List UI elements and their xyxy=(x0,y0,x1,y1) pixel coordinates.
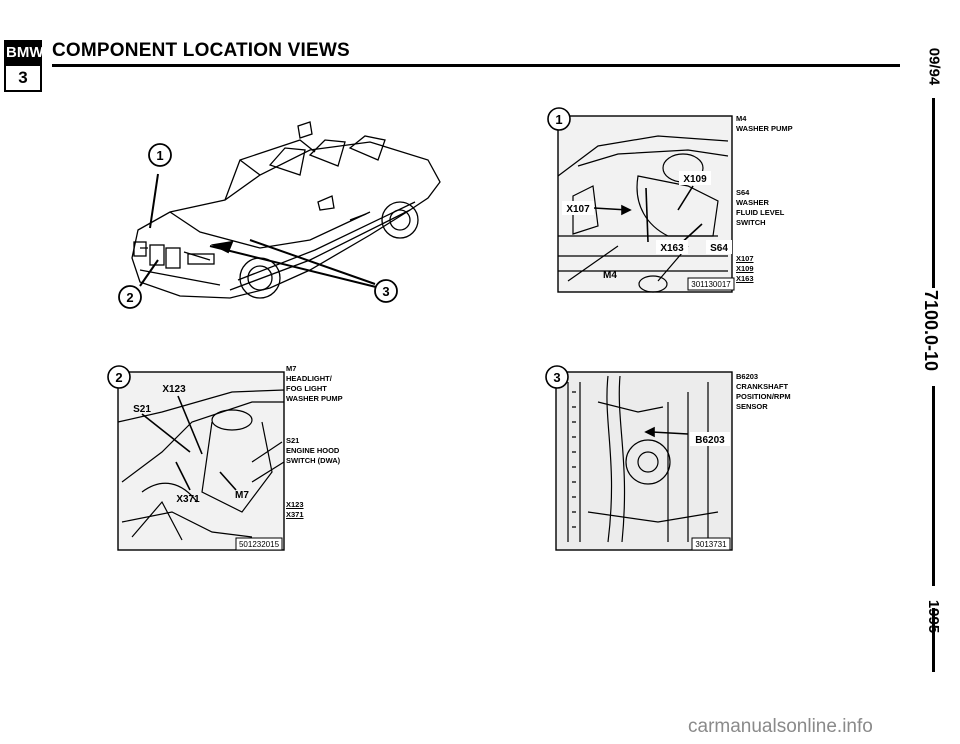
legend-m7-code: M7 xyxy=(286,364,297,373)
legend-b6203-desc-2: POSITION/RPM xyxy=(736,392,791,401)
legend-m7-desc-3: WASHER PUMP xyxy=(286,394,343,403)
connector-x109: X109 xyxy=(736,264,754,273)
panel-1-label-x107: X107 xyxy=(566,204,590,215)
logo-series: 3 xyxy=(6,66,40,90)
panel-1-label-x163: X163 xyxy=(660,243,684,254)
panel-2-label-x371: X371 xyxy=(176,494,200,505)
logo-brand: BMW xyxy=(6,42,44,64)
side-date: 09/94 xyxy=(925,47,943,86)
side-rule-bottom xyxy=(932,608,935,672)
panel-1-legend-s64: S64 WASHER FLUID LEVEL SWITCH xyxy=(736,188,784,228)
panel-1: 1 X109 X107 X163 S64 M4 301130017 xyxy=(538,106,738,296)
legend-m4-desc: WASHER PUMP xyxy=(736,124,793,133)
legend-b6203-desc-3: SENSOR xyxy=(736,402,768,411)
legend-b6203-code: B6203 xyxy=(736,372,759,381)
panel-2-label-x123: X123 xyxy=(162,384,186,395)
legend-s64-code: S64 xyxy=(736,188,750,197)
title-rule xyxy=(52,64,900,67)
connector-x371: X371 xyxy=(286,510,304,519)
side-rule-mid xyxy=(932,386,935,586)
connector-x107: X107 xyxy=(736,254,754,263)
side-year: 1995 xyxy=(925,599,943,634)
panel-3-label-b6203: B6203 xyxy=(695,435,725,446)
panel-2-label-m7: M7 xyxy=(235,490,249,501)
legend-s64-desc-3: SWITCH xyxy=(736,218,766,227)
section-number: 7100.0-10 xyxy=(921,289,942,372)
legend-s21-desc-2: SWITCH (DWA) xyxy=(286,456,341,465)
legend-m7-desc-1: HEADLIGHT/ xyxy=(286,374,332,383)
panel-1-label-s64: S64 xyxy=(710,243,728,254)
panel-1-connectors: X107 X109 X163 xyxy=(736,254,754,284)
panel-1-label-m4: M4 xyxy=(603,270,617,281)
legend-b6203-desc-1: CRANKSHAFT xyxy=(736,382,789,391)
panel-1-number: 1 xyxy=(555,112,562,127)
connector-x123: X123 xyxy=(286,500,304,509)
panel-2-photo-id: 501232015 xyxy=(239,540,280,549)
panel-3-photo: 3 B6203 3013731 xyxy=(545,365,733,551)
car-overview-illustration: 1 2 3 xyxy=(118,121,441,309)
panel-3-photo-id: 3013731 xyxy=(695,540,727,549)
legend-m4-code: M4 xyxy=(736,114,747,123)
legend-s21-desc-1: ENGINE HOOD xyxy=(286,446,340,455)
bmw-series-logo: BMW 3 xyxy=(4,40,44,92)
footer-watermark: carmanualsonline.info xyxy=(688,716,873,737)
page-title: COMPONENT LOCATION VIEWS xyxy=(52,40,350,61)
panel-2-connectors: X123 X371 xyxy=(286,500,304,520)
panel-2-legend-s21: S21 ENGINE HOOD SWITCH (DWA) xyxy=(286,436,340,466)
panel-2: 2 X123 S21 X371 M7 501232015 xyxy=(102,362,288,554)
connector-x163: X163 xyxy=(736,274,754,283)
car-callout-3: 3 xyxy=(382,284,389,299)
legend-s64-desc-2: FLUID LEVEL xyxy=(736,208,785,217)
legend-s64-desc-1: WASHER xyxy=(736,198,769,207)
panel-1-photo-id: 301130017 xyxy=(691,280,731,289)
legend-m7-desc-2: FOG LIGHT xyxy=(286,384,327,393)
panel-1-photo: 1 X109 X107 X163 S64 M4 301130017 xyxy=(547,107,735,293)
panel-2-legend-m7: M7 HEADLIGHT/ FOG LIGHT WASHER PUMP xyxy=(286,364,343,404)
panel-3-legend: B6203 CRANKSHAFT POSITION/RPM SENSOR xyxy=(736,372,791,412)
side-rule-top xyxy=(932,98,935,288)
panel-1-label-x109: X109 xyxy=(683,174,707,185)
panel-3-number: 3 xyxy=(553,370,560,385)
car-callout-1: 1 xyxy=(156,148,163,163)
panel-2-photo: 2 X123 S21 X371 M7 501232015 xyxy=(107,365,285,551)
car-callout-2: 2 xyxy=(126,290,133,305)
panel-2-number: 2 xyxy=(115,370,122,385)
panel-3: 3 B6203 3013731 xyxy=(538,362,736,554)
panel-2-label-s21: S21 xyxy=(133,404,151,415)
legend-s21-code: S21 xyxy=(286,436,300,445)
panel-1-legend: M4 WASHER PUMP xyxy=(736,114,793,134)
